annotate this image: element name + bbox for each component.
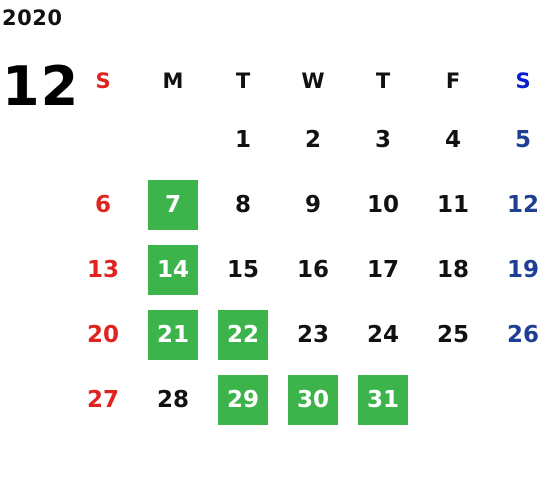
day-number: 3 xyxy=(374,126,391,153)
day-number: 13 xyxy=(86,256,119,283)
day-number: 28 xyxy=(156,386,189,413)
day-number: 27 xyxy=(86,386,119,413)
day-cell-highlighted: 29 xyxy=(208,374,278,425)
day-cell: 9 xyxy=(278,180,348,230)
day-cell: 16 xyxy=(278,245,348,295)
day-number: 22 xyxy=(218,309,268,360)
day-cell: 3 xyxy=(348,115,418,165)
day-cell: 11 xyxy=(418,180,488,230)
day-cell: 28 xyxy=(138,375,208,425)
day-cell-highlighted: 31 xyxy=(348,374,418,425)
weekday-wednesday: W xyxy=(278,56,348,106)
day-cell: 15 xyxy=(208,245,278,295)
day-number: 15 xyxy=(226,256,259,283)
day-cell-highlighted: 21 xyxy=(138,309,208,360)
day-number xyxy=(78,115,128,165)
day-number: 24 xyxy=(366,321,399,348)
weekday-header-row: S M T W T F S xyxy=(68,55,548,107)
day-cell-highlighted: 14 xyxy=(138,244,208,295)
day-number: 30 xyxy=(288,374,338,425)
weekday-label: S xyxy=(95,69,111,93)
weekday-label: T xyxy=(235,69,251,93)
day-number: 4 xyxy=(444,126,461,153)
day-cell: 10 xyxy=(348,180,418,230)
day-number: 21 xyxy=(148,309,198,360)
day-number: 5 xyxy=(514,126,531,153)
day-number: 10 xyxy=(366,191,399,218)
day-number: 20 xyxy=(86,321,119,348)
weekday-saturday: S xyxy=(488,56,548,106)
day-number: 19 xyxy=(506,256,539,283)
weekday-label: S xyxy=(515,69,531,93)
year-label: 2020 xyxy=(2,6,63,30)
day-cell: 6 xyxy=(68,180,138,230)
week-row-5: 27 28 29 30 31 xyxy=(68,367,548,432)
weekday-friday: F xyxy=(418,56,488,106)
day-cell-highlighted: 30 xyxy=(278,374,348,425)
week-row-2: 6 7 8 9 10 11 12 xyxy=(68,172,548,237)
week-row-4: 20 21 22 23 24 25 26 xyxy=(68,302,548,367)
weekday-label: M xyxy=(162,69,184,93)
day-cell xyxy=(418,375,488,425)
month-number: 12 xyxy=(2,55,80,118)
day-number: 2 xyxy=(304,126,321,153)
weekday-label: F xyxy=(445,69,461,93)
day-cell xyxy=(138,115,208,165)
weekday-sunday: S xyxy=(68,56,138,106)
day-number: 6 xyxy=(94,191,111,218)
weekday-label: T xyxy=(375,69,391,93)
weekday-thursday: T xyxy=(348,56,418,106)
weekday-tuesday: T xyxy=(208,56,278,106)
week-row-1: 1 2 3 4 5 xyxy=(68,107,548,172)
day-cell: 26 xyxy=(488,310,548,360)
day-cell: 23 xyxy=(278,310,348,360)
day-cell: 19 xyxy=(488,245,548,295)
calendar-grid: S M T W T F S 1 2 3 4 5 6 7 8 9 10 11 12 xyxy=(68,55,548,432)
day-number: 12 xyxy=(506,191,539,218)
day-number: 26 xyxy=(506,321,539,348)
day-cell: 17 xyxy=(348,245,418,295)
day-number xyxy=(428,375,478,425)
day-cell: 5 xyxy=(488,115,548,165)
day-cell: 25 xyxy=(418,310,488,360)
day-cell xyxy=(488,375,548,425)
day-number: 29 xyxy=(218,374,268,425)
day-cell-highlighted: 7 xyxy=(138,179,208,230)
weekday-monday: M xyxy=(138,56,208,106)
day-number: 7 xyxy=(148,179,198,230)
day-cell: 24 xyxy=(348,310,418,360)
day-number: 8 xyxy=(234,191,251,218)
day-number: 11 xyxy=(436,191,469,218)
day-number xyxy=(148,115,198,165)
day-cell xyxy=(68,115,138,165)
day-cell: 13 xyxy=(68,245,138,295)
day-number: 1 xyxy=(234,126,251,153)
day-number: 17 xyxy=(366,256,399,283)
day-number: 23 xyxy=(296,321,329,348)
day-number: 18 xyxy=(436,256,469,283)
day-cell: 20 xyxy=(68,310,138,360)
day-number: 16 xyxy=(296,256,329,283)
weekday-label: W xyxy=(301,69,325,93)
day-cell: 4 xyxy=(418,115,488,165)
day-cell: 27 xyxy=(68,375,138,425)
day-cell: 1 xyxy=(208,115,278,165)
day-number xyxy=(498,375,548,425)
day-cell: 18 xyxy=(418,245,488,295)
day-number: 31 xyxy=(358,374,408,425)
day-cell: 2 xyxy=(278,115,348,165)
day-number: 9 xyxy=(304,191,321,218)
day-number: 14 xyxy=(148,244,198,295)
day-cell-highlighted: 22 xyxy=(208,309,278,360)
week-row-3: 13 14 15 16 17 18 19 xyxy=(68,237,548,302)
day-cell: 12 xyxy=(488,180,548,230)
day-number: 25 xyxy=(436,321,469,348)
day-cell: 8 xyxy=(208,180,278,230)
